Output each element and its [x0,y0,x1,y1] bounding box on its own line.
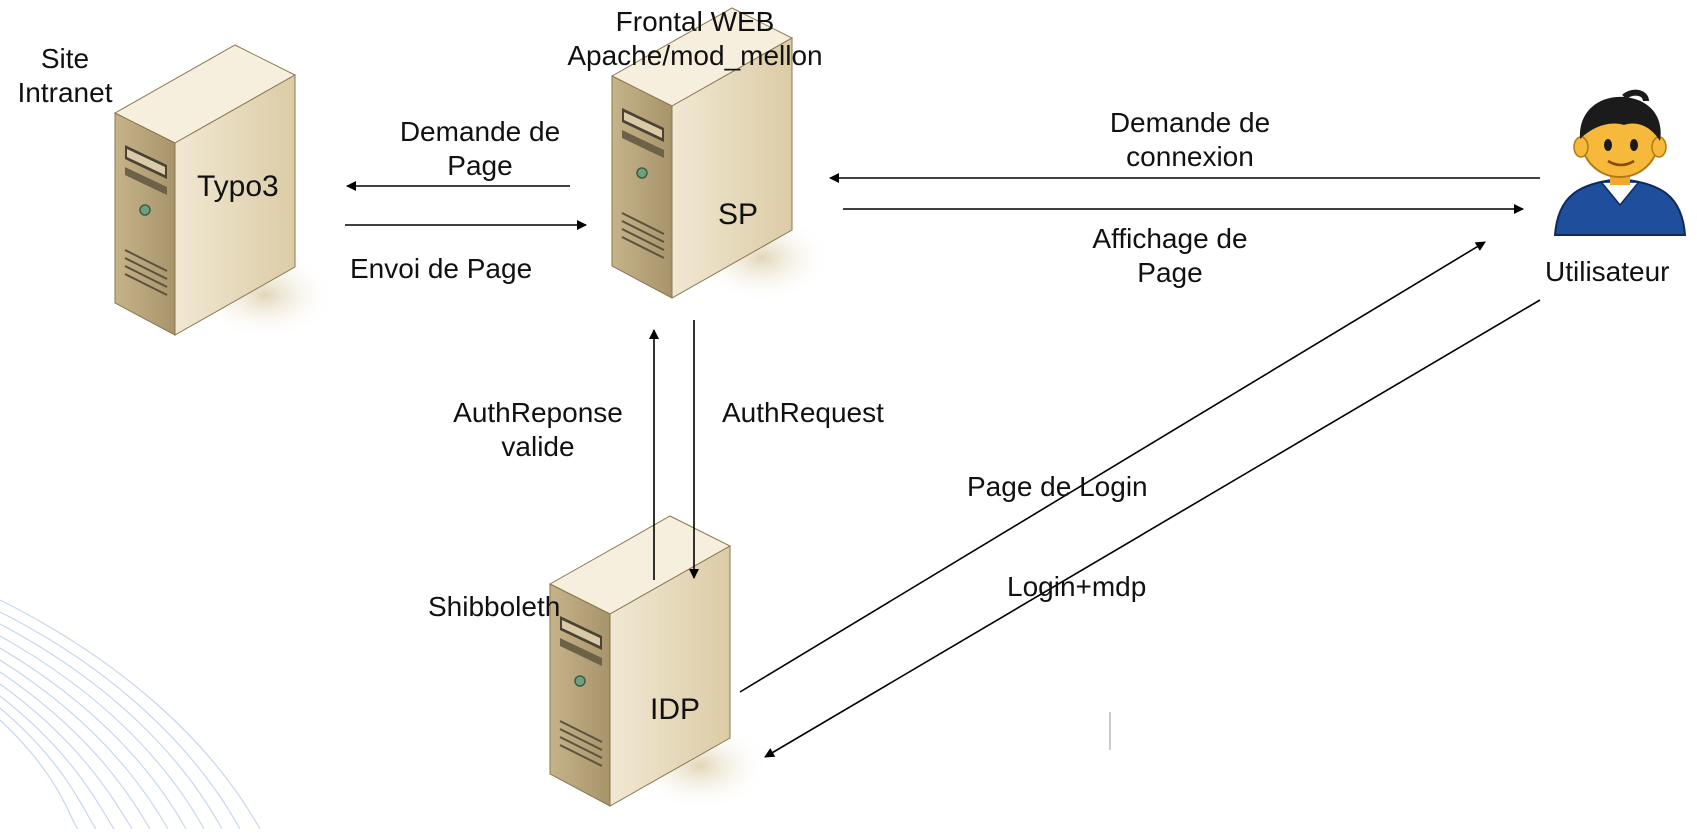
label-auth-request: AuthRequest [722,397,884,428]
intranet-body-label: Typo3 [197,170,279,203]
demande-connexion-line2: connexion [1126,141,1254,172]
label-demande-page: Demande de Page [385,115,575,183]
decorative-arcs [0,599,261,830]
frontal-label-line1: Frontal WEB [615,6,775,37]
auth-reponse-line1: AuthReponse [453,397,623,428]
auth-reponse-line2: valide [501,431,575,462]
label-page-login: Page de Login [967,471,1148,502]
demande-connexion-line1: Demande de [1109,107,1271,138]
idp-top-label: Shibboleth [428,591,561,622]
demande-page-line2: Page [447,150,513,181]
label-envoi-page: Envoi de Page [350,253,533,284]
frontal-label-line2: Apache/mod_mellon [567,40,823,71]
server-idp [549,515,771,812]
demande-page-line1: Demande de [399,116,561,147]
user-label: Utilisateur [1545,256,1670,287]
intranet-site-label: Site Intranet [10,42,120,110]
affichage-page-line1: Affichage de [1092,223,1248,254]
label-login-mdp: Login+mdp [1007,571,1147,602]
user-icon [1553,89,1687,236]
arrow-page-login [739,241,1486,693]
label-demande-connexion: Demande de connexion [1080,106,1300,174]
frontal-label: Frontal WEB Apache/mod_mellon [530,5,860,73]
idp-body-label: IDP [650,693,701,726]
label-auth-reponse: AuthReponse valide [438,396,638,464]
label-affichage-page: Affichage de Page [1060,222,1280,290]
affichage-page-line2: Page [1137,257,1203,288]
intranet-label-line2: Intranet [17,77,113,108]
intranet-label-line1: Site [40,43,90,74]
arrows [345,173,1541,758]
frontal-body-label: SP [718,198,759,231]
arrow-login-mdp [764,299,1541,758]
